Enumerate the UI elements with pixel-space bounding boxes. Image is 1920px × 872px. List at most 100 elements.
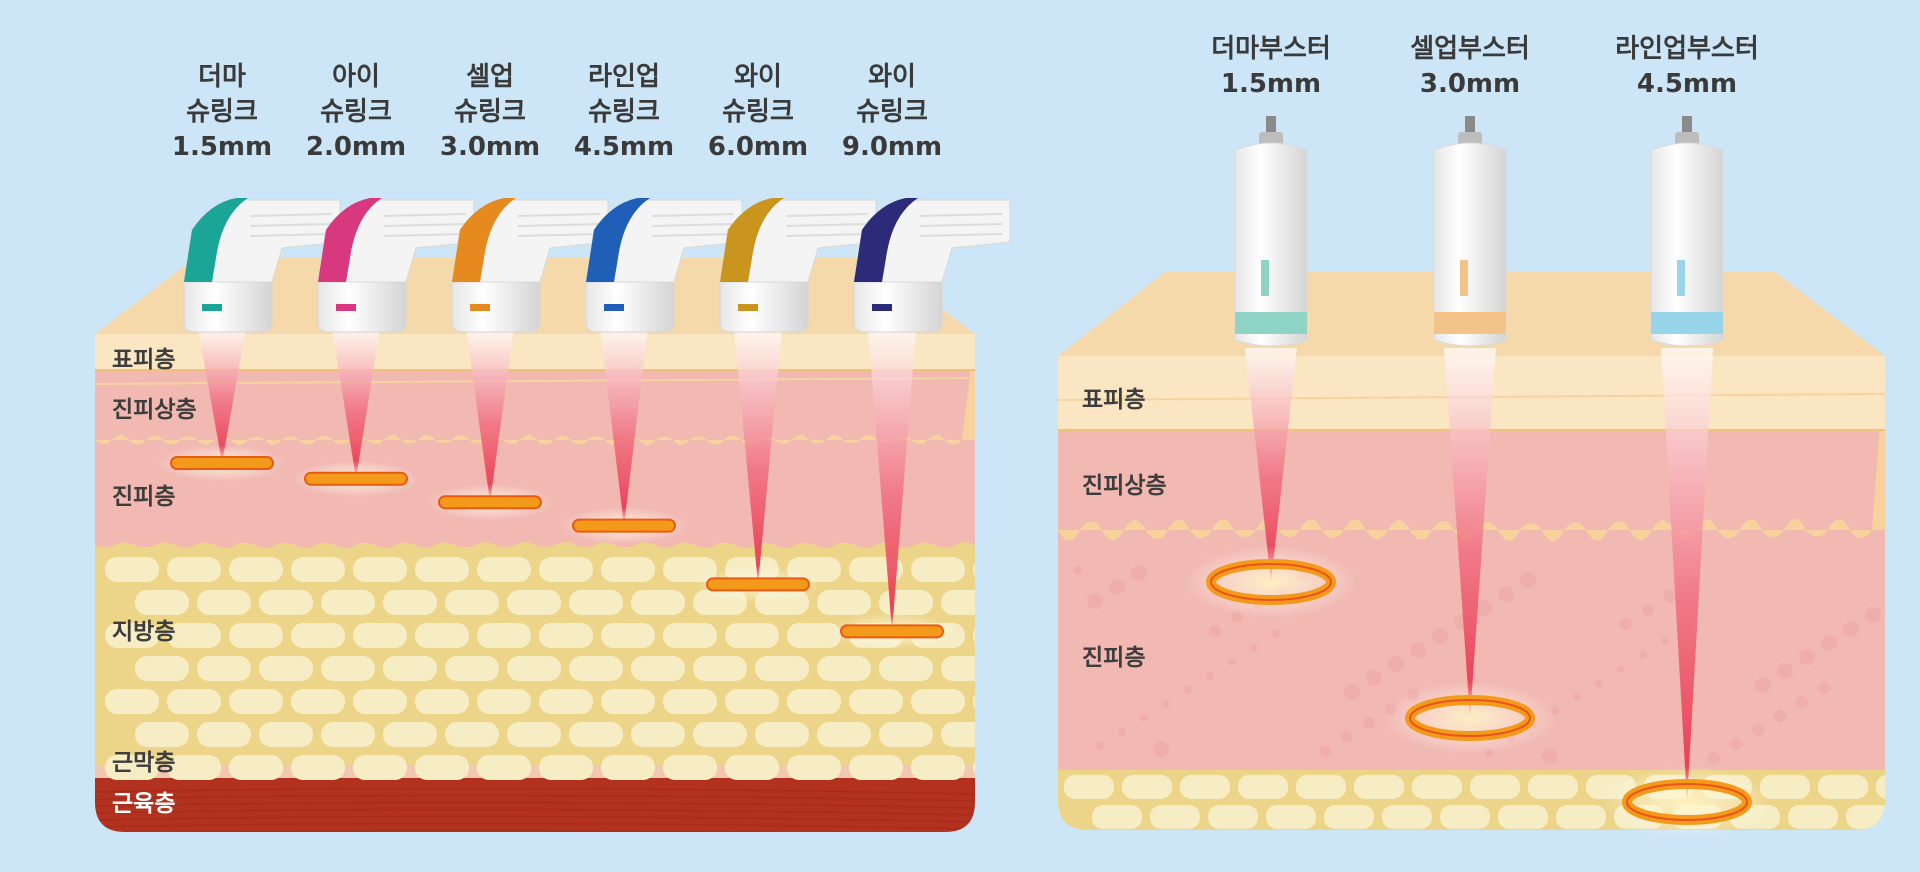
dermis-dot <box>1617 665 1625 673</box>
fat-cell <box>445 722 499 747</box>
booster-color-band <box>1235 312 1307 334</box>
cartridge-name-line2: 슈링크 <box>291 95 421 130</box>
fat-cell <box>569 590 623 615</box>
fat-cell <box>291 557 345 582</box>
fat-cell <box>321 656 375 681</box>
dermis-dot <box>1498 586 1514 602</box>
fat-cell <box>569 722 623 747</box>
focal-point-bar <box>841 625 943 637</box>
fat-cell <box>259 656 313 681</box>
fat-cell <box>693 722 747 747</box>
fat-cell <box>291 623 345 648</box>
dermis-dot <box>1096 742 1104 750</box>
fat-cell <box>507 590 561 615</box>
fat-cell <box>911 557 965 582</box>
booster-color-band <box>1651 312 1723 334</box>
dermis-dot <box>1366 670 1382 686</box>
fat-cell <box>1238 775 1288 799</box>
dermis-dot <box>1131 565 1147 581</box>
cartridge-base <box>586 280 674 332</box>
dermis-dot <box>1708 752 1720 764</box>
fat-cell <box>477 689 531 714</box>
cartridge-name-line2: 슈링크 <box>157 95 287 130</box>
dermis-dot <box>1642 604 1654 616</box>
dermis-dot <box>1476 600 1492 616</box>
fat-cell <box>383 590 437 615</box>
dermis-dot <box>1818 682 1830 694</box>
dermis-dot <box>1821 635 1837 651</box>
fat-cell <box>725 755 779 780</box>
fat-cell <box>817 722 871 747</box>
fat-cell <box>569 656 623 681</box>
dermis-dot <box>1865 607 1881 623</box>
cartridge-tag <box>604 304 624 311</box>
focal-point-bar <box>171 457 273 469</box>
fat-cell <box>849 689 903 714</box>
dermis-dot <box>1664 590 1676 602</box>
fat-cell <box>631 590 685 615</box>
fat-cell <box>353 557 407 582</box>
fat-cell <box>725 689 779 714</box>
dermis-dot <box>1730 738 1742 750</box>
focal-point-bar <box>439 496 541 508</box>
fat-cell <box>601 689 655 714</box>
fat-cell <box>259 590 313 615</box>
fat-cell <box>973 557 1027 582</box>
cartridge-name-line2: 슈링크 <box>693 95 823 130</box>
fat-cell <box>1324 805 1374 829</box>
fat-cell <box>911 689 965 714</box>
fat-cell <box>135 656 189 681</box>
fat-cell <box>353 755 407 780</box>
fat-cell <box>1266 805 1316 829</box>
fat-cell <box>1003 590 1057 615</box>
fat-cell <box>507 722 561 747</box>
dermis-dot <box>1140 714 1148 722</box>
fat-cell <box>353 689 407 714</box>
fat-cell <box>849 755 903 780</box>
dermis-dot <box>1344 684 1360 700</box>
dermis-dot <box>1774 710 1786 722</box>
fat-cell <box>229 623 283 648</box>
fat-cell <box>1064 775 1114 799</box>
fat-cell <box>167 689 221 714</box>
fat-cell <box>539 755 593 780</box>
dermis-dot <box>1341 731 1353 743</box>
cartridge-depth: 4.5mm <box>559 130 689 165</box>
fat-cell <box>477 755 531 780</box>
fat-cell <box>601 755 655 780</box>
dermis-dot <box>1796 696 1808 708</box>
fat-cell <box>941 656 995 681</box>
cartridge-name-line2: 슈링크 <box>425 95 555 130</box>
fat-cell <box>1296 775 1346 799</box>
left-panel-shrink-cartridges <box>90 198 1057 843</box>
right-layer-label: 표피층 <box>1082 380 1145 414</box>
fat-cell <box>663 623 717 648</box>
fat-cell <box>1412 775 1462 799</box>
booster-name: 라인업부스터 <box>1597 32 1777 67</box>
fat-cell <box>1208 805 1258 829</box>
cartridge-depth: 2.0mm <box>291 130 421 165</box>
cartridge-base <box>854 280 942 332</box>
cartridge-depth: 9.0mm <box>827 130 957 165</box>
right-layer-label: 진피상층 <box>1082 466 1167 500</box>
fat-cell <box>1382 805 1432 829</box>
fat-cell <box>197 590 251 615</box>
fat-cell <box>755 656 809 681</box>
right-layer-label: 진피층 <box>1082 638 1145 672</box>
fat-cell <box>1876 775 1920 799</box>
cartridge-name-line2: 슈링크 <box>827 95 957 130</box>
cartridge-depth: 6.0mm <box>693 130 823 165</box>
fat-cell <box>415 689 469 714</box>
cartridge-name-line1: 셀업 <box>425 60 555 95</box>
fat-cell <box>197 722 251 747</box>
dermis-dot <box>1661 637 1669 645</box>
cartridge-name-line1: 더마 <box>157 60 287 95</box>
fat-cell <box>1470 775 1520 799</box>
fat-cell <box>539 557 593 582</box>
fat-cell <box>259 722 313 747</box>
